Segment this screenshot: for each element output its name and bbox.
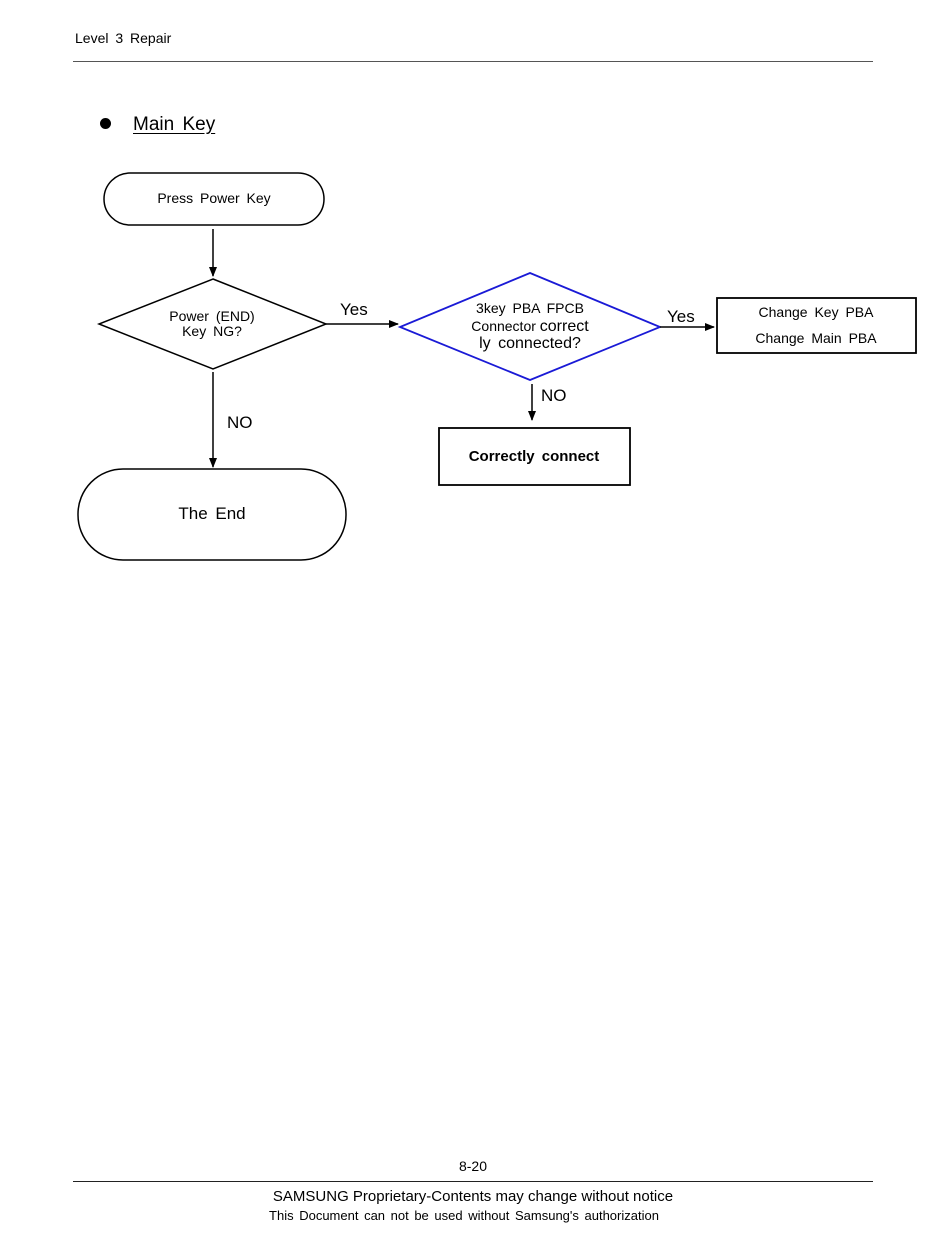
decision-connector-line3: ly connected? bbox=[479, 335, 581, 352]
page-header-title: Level 3 Repair bbox=[75, 30, 172, 46]
action-change-main-pba: Change Main PBA bbox=[755, 330, 877, 346]
yes-label-1: Yes bbox=[340, 300, 368, 319]
decision-power-key-line2: Key NG? bbox=[182, 323, 242, 339]
footer-rule bbox=[73, 1181, 873, 1182]
no-label-1: NO bbox=[227, 413, 253, 432]
start-label: Press Power Key bbox=[157, 190, 270, 206]
header-rule bbox=[73, 61, 873, 62]
end-terminator bbox=[77, 468, 347, 561]
flowchart: Press Power Key Power (END) Key NG? Yes … bbox=[77, 172, 917, 561]
action-change-key-pba: Change Key PBA bbox=[759, 304, 875, 320]
footer-authorization-notice: This Document can not be used without Sa… bbox=[269, 1208, 659, 1223]
end-label: The End bbox=[178, 504, 245, 523]
footer-proprietary-notice: SAMSUNG Proprietary-Contents may change … bbox=[272, 1188, 674, 1205]
bullet-icon bbox=[100, 118, 111, 129]
no-label-2: NO bbox=[541, 386, 567, 405]
decision-connector-line2a: Connector bbox=[471, 318, 539, 334]
action-correctly-connect bbox=[438, 427, 631, 486]
decision-power-key-line1: Power (END) bbox=[169, 308, 254, 324]
action-correctly-connect-label: Correctly connect bbox=[469, 448, 600, 465]
yes-label-2: Yes bbox=[667, 307, 695, 326]
decision-connector-line1: 3key PBA FPCB bbox=[476, 300, 584, 316]
section-title: Main Key bbox=[133, 114, 216, 135]
decision-connector-line2: Connector correct bbox=[471, 318, 589, 335]
decision-connector bbox=[397, 272, 663, 381]
action-change-pba bbox=[716, 297, 917, 354]
decision-power-key bbox=[96, 278, 329, 370]
start-terminator bbox=[103, 172, 325, 226]
page-number: 8-20 bbox=[458, 1158, 488, 1174]
decision-connector-line2b: correct bbox=[540, 318, 589, 335]
